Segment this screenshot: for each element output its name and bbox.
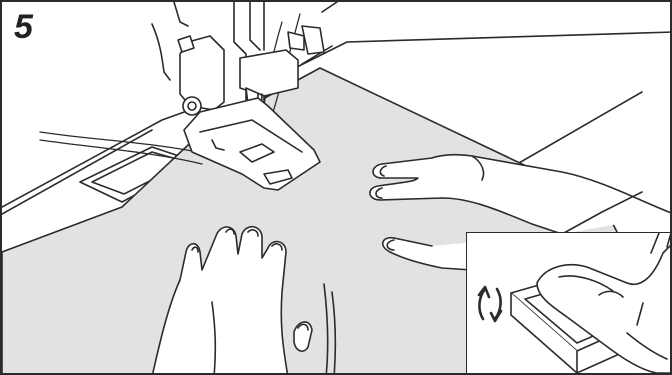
press-release-arrows-icon (479, 287, 501, 321)
foot-pedal-inset (466, 232, 672, 375)
step-number: 5 (14, 10, 33, 44)
foot-pedal-illustration (467, 233, 672, 375)
